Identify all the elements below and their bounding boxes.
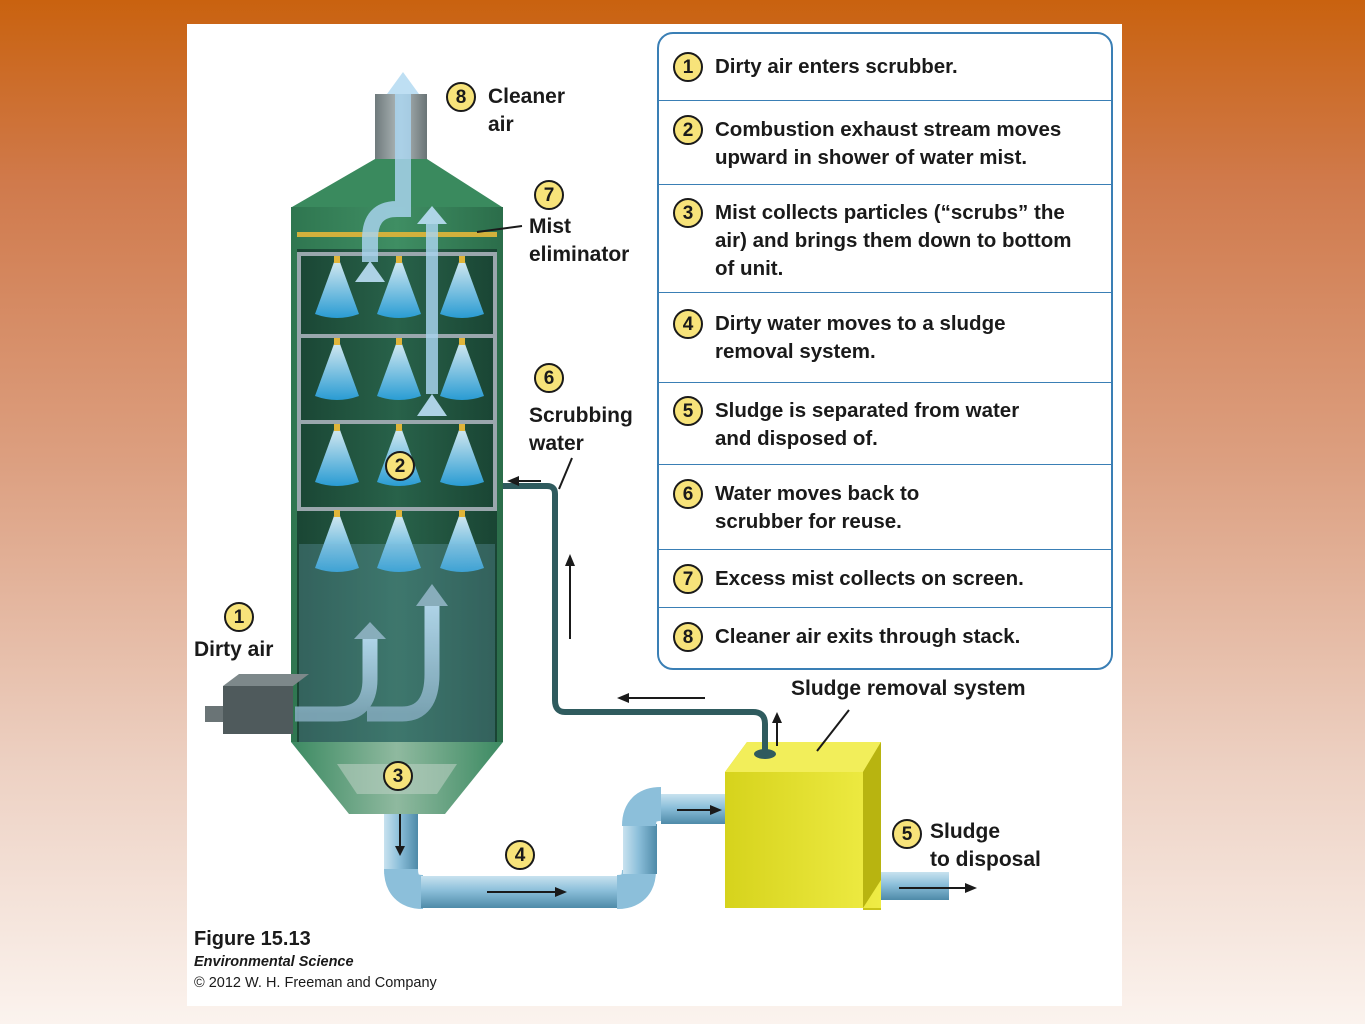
- step-7-badge: 7: [534, 180, 564, 210]
- spray-cone: [440, 344, 484, 400]
- spray-cone: [315, 262, 359, 318]
- spray-nozzle: [459, 510, 465, 517]
- step-number-badge: 3: [673, 198, 703, 228]
- step-item: 8 Cleaner air exits through stack.: [659, 608, 1111, 668]
- sludge-removal-box: [725, 742, 881, 910]
- step-text: Dirty water moves to a sludge removal sy…: [715, 312, 1006, 363]
- spray-nozzle: [396, 510, 402, 517]
- step-number-badge: 2: [673, 115, 703, 145]
- dirty-water-pipe: [384, 787, 725, 909]
- spray-nozzle: [459, 338, 465, 345]
- step-5-badge: 5: [892, 819, 922, 849]
- book-title: Environmental Science: [194, 954, 354, 970]
- return-water-arrows: [507, 476, 782, 746]
- spray-nozzle: [459, 256, 465, 263]
- dirty-air-label: Dirty air: [194, 638, 274, 661]
- spray-cone: [440, 430, 484, 486]
- spray-cone: [315, 516, 359, 572]
- sludge-disposal-pipe: [879, 872, 977, 900]
- step-number-badge: 7: [673, 564, 703, 594]
- step-number-badge: 8: [673, 622, 703, 652]
- spray-nozzle: [334, 510, 340, 517]
- spray-cone: [315, 430, 359, 486]
- step-text: Mist collects particles (“scrubs” the ai…: [715, 201, 1072, 280]
- spray-nozzle: [396, 338, 402, 345]
- copyright-notice: © 2012 W. H. Freeman and Company: [194, 975, 437, 991]
- spray-rack: [297, 252, 497, 511]
- step-number-badge: 4: [673, 309, 703, 339]
- step-text: Sludge is separated from water and dispo…: [715, 399, 1020, 450]
- step-item: 3 Mist collects particles (“scrubs” the …: [659, 185, 1111, 293]
- spray-cone: [440, 262, 484, 318]
- step-number-badge: 1: [673, 52, 703, 82]
- step-item: 1 Dirty air enters scrubber.: [659, 34, 1111, 101]
- step-number-badge: 6: [673, 479, 703, 509]
- step-item: 7 Excess mist collects on screen.: [659, 550, 1111, 608]
- step-number-badge: 5: [673, 396, 703, 426]
- step-text: Water moves back to scrubber for reuse.: [715, 482, 920, 533]
- step-item: 5 Sludge is separated from water and dis…: [659, 383, 1111, 465]
- spray-nozzle: [396, 424, 402, 431]
- step-4-badge: 4: [505, 840, 535, 870]
- step-item: 6 Water moves back to scrubber for reuse…: [659, 465, 1111, 550]
- spray-nozzle: [396, 256, 402, 263]
- step-item: 4 Dirty water moves to a sludge removal …: [659, 293, 1111, 383]
- steps-legend: 1 Dirty air enters scrubber. 2 Combustio…: [657, 32, 1113, 670]
- spray-cone: [315, 344, 359, 400]
- step-text: Excess mist collects on screen.: [715, 567, 1024, 590]
- spray-nozzle: [334, 256, 340, 263]
- spray-cone: [377, 262, 421, 318]
- step-text: Combustion exhaust stream moves upward i…: [715, 118, 1062, 169]
- spray-nozzle: [459, 424, 465, 431]
- step-3-badge: 3: [383, 761, 413, 791]
- step-6-badge: 6: [534, 363, 564, 393]
- mist-eliminator-screen: [297, 232, 497, 237]
- step-2-badge: 2: [385, 451, 415, 481]
- step-text: Dirty air enters scrubber.: [715, 55, 958, 78]
- spray-nozzle: [334, 338, 340, 345]
- step-text: Cleaner air exits through stack.: [715, 625, 1021, 648]
- figure-number: Figure 15.13: [194, 928, 311, 950]
- step-item: 2 Combustion exhaust stream moves upward…: [659, 101, 1111, 185]
- air-flow-arrows: [295, 72, 448, 722]
- spray-cone: [377, 516, 421, 572]
- return-water-pipe: [503, 483, 768, 754]
- leader-lines: [476, 225, 850, 752]
- dirty-air-inlet: [223, 686, 293, 734]
- spray-cone: [440, 516, 484, 572]
- step-8-badge: 8: [446, 82, 476, 112]
- sludge-removal-system-label: Sludge removal system: [791, 677, 1026, 700]
- step-1-badge: 1: [224, 602, 254, 632]
- spray-nozzle: [334, 424, 340, 431]
- spray-cone: [377, 344, 421, 400]
